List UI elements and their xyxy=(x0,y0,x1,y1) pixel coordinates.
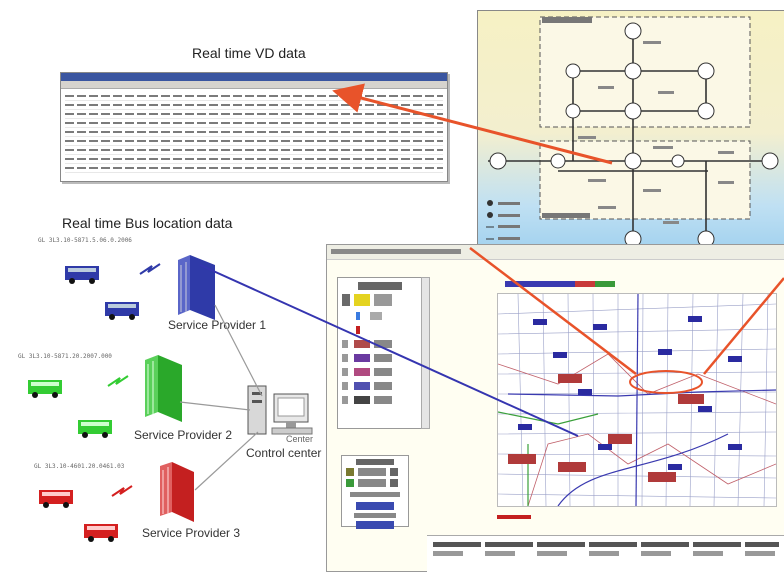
vd-data-row xyxy=(65,92,443,101)
diagram-legend xyxy=(486,200,520,240)
vd-data-row xyxy=(65,146,443,155)
bus-data-caption: Real time Bus location data xyxy=(62,215,233,231)
network-svg xyxy=(486,16,779,248)
wireless-signal-icon xyxy=(139,263,161,275)
map-app-window xyxy=(326,244,784,572)
provider-3-label: Service Provider 3 xyxy=(142,526,241,540)
control-center-label-line1: Center xyxy=(286,434,314,444)
vd-data-row xyxy=(65,101,443,110)
map-button-1[interactable] xyxy=(356,502,394,510)
bus-icon xyxy=(28,380,62,398)
provider-1-group xyxy=(65,255,215,320)
map-window-titlebar xyxy=(327,245,784,260)
bus-icon xyxy=(39,490,73,508)
bus-icon xyxy=(78,420,112,438)
provider-2-label: Service Provider 2 xyxy=(134,428,233,442)
vd-data-row xyxy=(65,110,443,119)
bus-icon xyxy=(105,302,139,320)
server-building-icon xyxy=(160,462,194,522)
provider-3-data-text: GL 3L3.10-4601.20.0461.03 xyxy=(34,463,125,470)
server-building-icon xyxy=(145,355,182,422)
vd-data-row xyxy=(65,128,443,137)
detector-network-diagram xyxy=(477,10,784,256)
vd-data-row xyxy=(65,137,443,146)
map-button-2[interactable] xyxy=(356,521,394,529)
vd-data-table xyxy=(61,89,447,176)
map-scale-bar xyxy=(497,515,531,519)
map-status-table xyxy=(427,535,784,572)
vd-window-titlebar xyxy=(61,73,447,81)
wireless-signal-icon xyxy=(111,485,133,497)
control-center-label: Control center xyxy=(246,446,322,460)
provider-3-group xyxy=(39,462,194,542)
upper-zone-title xyxy=(542,17,592,23)
highlight-ellipse xyxy=(629,370,703,394)
vd-data-row xyxy=(65,164,443,173)
wireless-signal-icon xyxy=(107,375,129,387)
provider-1-label: Service Provider 1 xyxy=(168,318,267,332)
vd-window-menubar xyxy=(61,81,447,89)
server-building-icon xyxy=(178,255,215,320)
city-map-svg xyxy=(498,294,776,506)
bus-icon xyxy=(65,266,99,284)
bus-icon xyxy=(84,524,118,542)
vd-data-caption: Real time VD data xyxy=(192,45,306,61)
vd-data-window xyxy=(60,72,448,182)
legend-list xyxy=(338,294,422,404)
map-control-panel xyxy=(341,455,409,529)
city-map[interactable] xyxy=(497,293,777,507)
map-title xyxy=(505,281,615,287)
provider-2-data-text: GL 3L3.10-5871.20.2007.000 xyxy=(18,353,112,360)
provider-2-group xyxy=(28,355,182,438)
map-legend-panel xyxy=(337,277,423,429)
provider-1-data-text: GL 3L3.10-5871.5.06.0.2006 xyxy=(38,237,132,244)
vd-data-row xyxy=(65,119,443,128)
lower-zone-title xyxy=(542,213,590,218)
vd-data-row xyxy=(65,155,443,164)
legend-scrollbar[interactable] xyxy=(421,277,430,429)
